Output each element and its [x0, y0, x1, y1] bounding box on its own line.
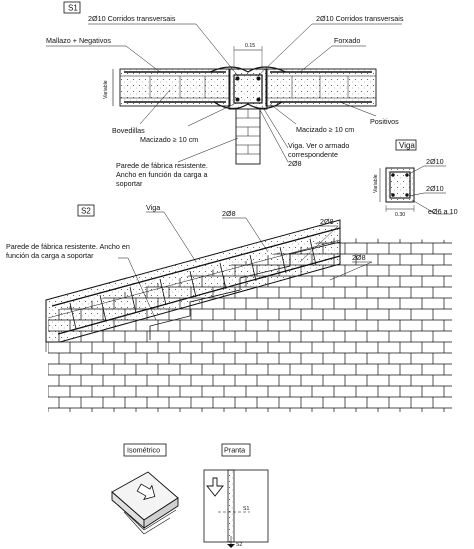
isometric-label: Isométrico — [127, 446, 160, 455]
section-s2: S2 — [6, 203, 452, 412]
dim-variable-s1: Variable — [103, 80, 109, 99]
label-pared-line1: Parede de fábrica resistente. — [116, 161, 208, 170]
viga-detail: Viga 0.30 Variable 2Ø10 2Ø10 eØ6 a 10 — [373, 139, 458, 218]
sloped-slab-s2 — [45, 219, 341, 352]
slab-right — [265, 68, 377, 107]
label-bars-c: 2Ø8 — [352, 253, 366, 262]
viga-bottom-bars: 2Ø10 — [426, 184, 444, 193]
label-bars-b: 2Ø8 — [320, 217, 334, 226]
label-bovedillas: Bovedillas — [112, 126, 145, 135]
label-positivos: Positivos — [370, 117, 399, 126]
label-pared-s2-line2: función da carga a soportar — [6, 251, 94, 260]
label-viga-s2: Viga — [146, 203, 160, 212]
viga-stirrups: eØ6 a 10 — [428, 207, 458, 216]
cut-s1-label: S1 — [243, 506, 249, 512]
viga-width: 0.30 — [395, 212, 405, 218]
plan-arrow-icon — [206, 477, 224, 497]
viga-top-bars: 2Ø10 — [426, 157, 444, 166]
label-pared-s2-line1: Parede de fábrica resistente. Ancho en — [6, 242, 130, 251]
cut-s2-label: S2 — [236, 542, 242, 548]
s2-tag: S2 — [81, 207, 91, 216]
beam-s1 — [209, 66, 287, 110]
section-s1: S1 — [46, 1, 404, 188]
direction-arrow-icon — [136, 483, 156, 501]
label-viga-line2: correspondente — [288, 150, 338, 159]
label-bars-2o8-s1: 2Ø8 — [288, 159, 302, 168]
wall-s1 — [235, 108, 261, 165]
label-pared-line2: Ancho en función da carga a — [116, 170, 208, 179]
dim-015: 0.15 — [245, 43, 255, 49]
label-transv-right: 2Ø10 Corridos transversais — [316, 14, 404, 23]
s1-tag: S1 — [68, 4, 78, 13]
label-macizado-left: Macizado ≥ 10 cm — [140, 135, 198, 144]
label-transv-left: 2Ø10 Corridos transversais — [88, 14, 176, 23]
label-viga-line1: Viga. Ver o armado — [288, 141, 349, 150]
viga-height: Variable — [373, 174, 379, 193]
label-bars-a: 2Ø8 — [222, 209, 236, 218]
viga-tag: Viga — [399, 141, 415, 150]
label-forxado: Forxado — [334, 36, 360, 45]
s1-tag-box — [63, 1, 81, 14]
label-macizado-right: Macizado ≥ 10 cm — [296, 125, 354, 134]
slab-left — [119, 68, 231, 107]
cut-s2-marker-icon — [227, 544, 235, 548]
label-mallazo: Mallazo + Negativos — [46, 36, 111, 45]
isometric-view: Isométrico — [111, 443, 179, 535]
plan-view: Pranta S1 S2 — [203, 443, 269, 548]
plan-label: Pranta — [224, 446, 245, 455]
label-pared-line3: soportar — [116, 179, 143, 188]
s2-leaders — [118, 211, 373, 321]
s1-leaders — [46, 23, 402, 163]
